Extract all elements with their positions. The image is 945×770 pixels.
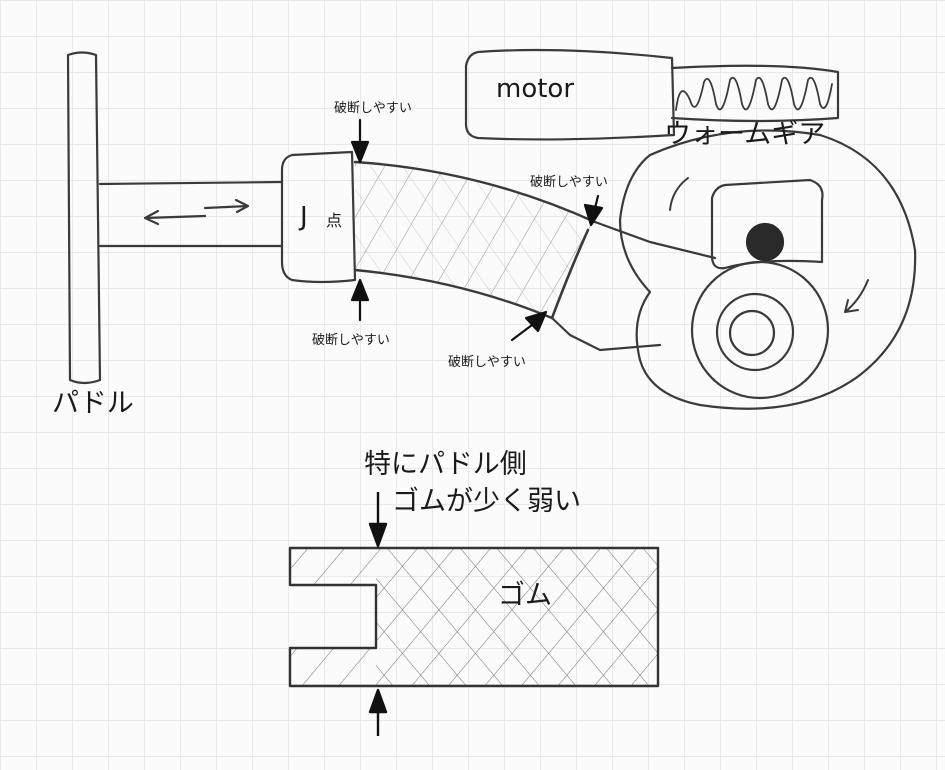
break-arrow-bottom (350, 278, 370, 322)
break-label-top: 破断しやすい (334, 101, 412, 116)
worm-gear-label: ウォームギア (664, 119, 826, 150)
paddle-shaft (98, 180, 284, 248)
motion-arrow-right (203, 198, 250, 214)
rubber-band-outline (353, 160, 597, 320)
break-label-bottom: 破断しやすい (312, 333, 390, 348)
break-label-right-top: 破断しやすい (530, 175, 608, 190)
break-arrow-right-top (583, 194, 604, 227)
eccentric-disk (690, 260, 830, 400)
motion-arrow-left (143, 209, 207, 226)
j-point-label-ten: 点 (326, 211, 343, 230)
note-line-2: ゴムが少く弱い (392, 486, 581, 517)
connector-rod (550, 220, 717, 352)
paddle-label: パドル (52, 388, 134, 419)
worm-spring (670, 64, 840, 123)
rubber-arrow-bottom (368, 688, 388, 736)
note-line-1: 特にパドル側 (364, 449, 527, 480)
rubber-band-fill-2 (355, 162, 595, 318)
motor-body (464, 48, 676, 141)
rubber-label: ゴム (498, 580, 552, 611)
break-arrow-top (350, 118, 370, 164)
rubber-arrow-top (368, 492, 388, 548)
j-point-block (280, 150, 357, 284)
rubber-block-outline (288, 546, 660, 688)
break-arrow-right-bottom (510, 310, 548, 342)
paddle-bar (66, 51, 102, 385)
motor-label: motor (496, 74, 575, 104)
gear-inner-window (710, 178, 824, 270)
gear-pin (745, 222, 785, 262)
break-label-right-bottom: 破断しやすい (448, 355, 526, 370)
worm-gear-wheel (618, 129, 917, 410)
j-point-label-j: J (300, 202, 308, 232)
